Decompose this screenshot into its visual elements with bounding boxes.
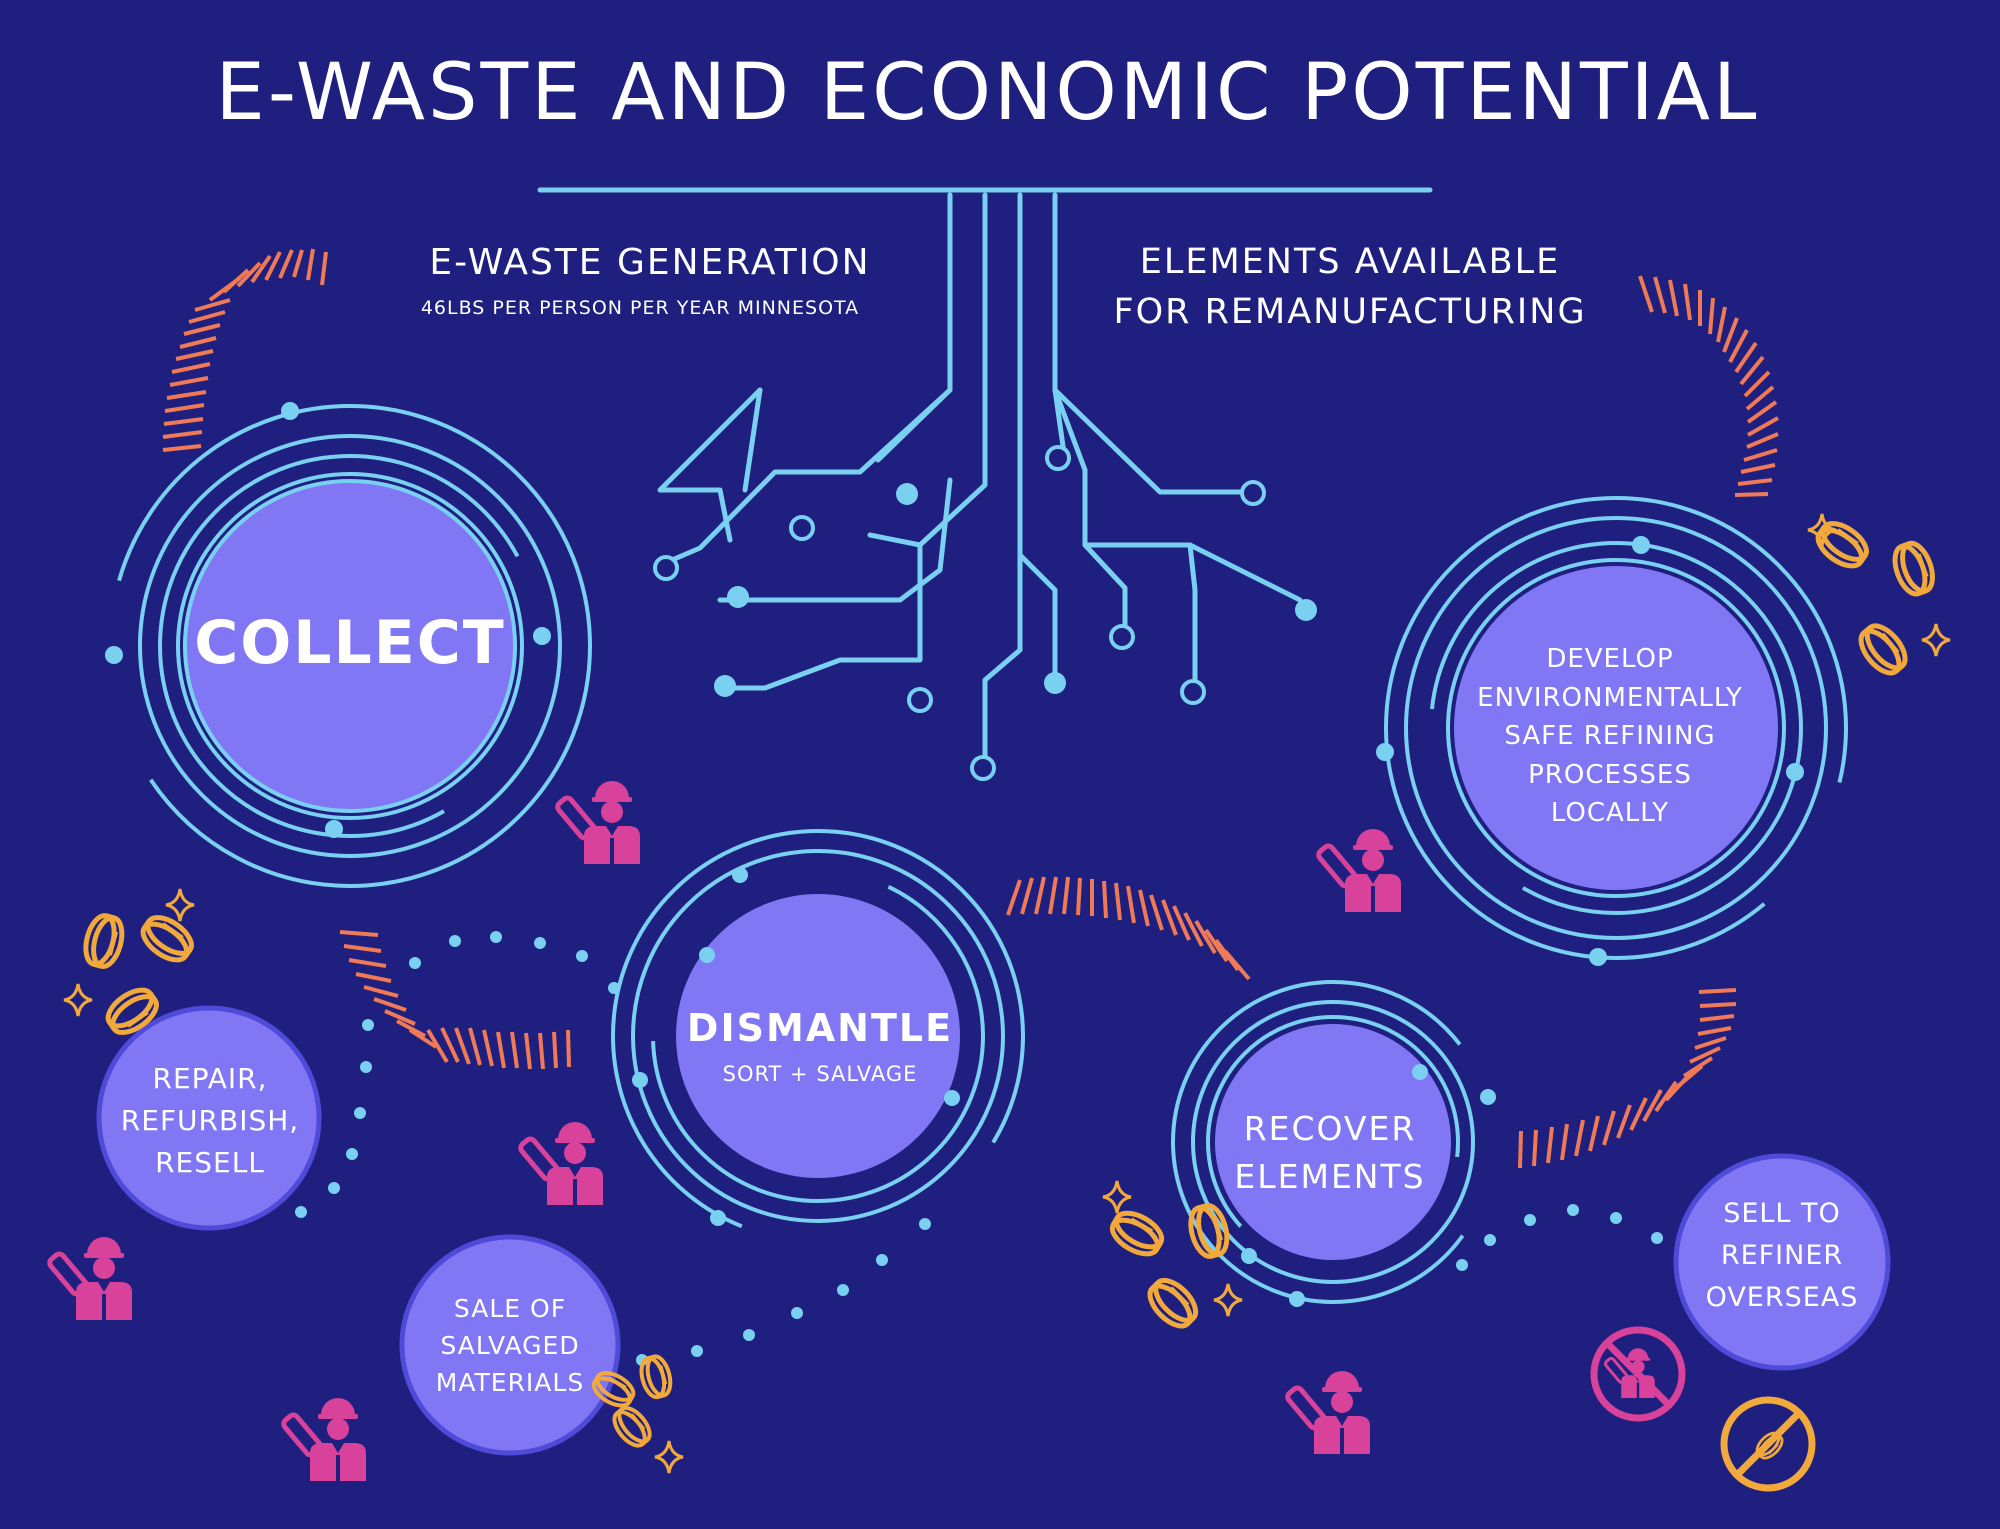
sparkle-icon [1101,1179,1133,1215]
generation-heading: E-WASTE GENERATION [429,242,871,283]
sparkle-icon [1212,1282,1244,1318]
develop-circle [1454,566,1778,890]
worker-icon [1317,829,1401,912]
repair-line: RESELL [155,1146,265,1179]
sell-line: REFINER [1720,1240,1844,1271]
elements-heading-line1: ELEMENTS AVAILABLE [1139,242,1561,282]
generation-subtitle: 46LBS PER PERSON PER YEAR MINNESOTA [420,297,860,319]
develop-rings [1384,496,1848,960]
sale-line: SALVAGED [440,1331,580,1360]
sparkle-icon [62,982,94,1018]
sell-circle [1673,1153,1891,1371]
worker-icon [1286,1371,1370,1454]
tick-arc-middle [1006,876,1251,981]
recover-circle [1215,1024,1451,1260]
sell-line: SELL TO [1723,1198,1841,1229]
develop-line: ENVIRONMENTALLY [1477,682,1743,713]
tick-arc-collect [162,248,328,452]
sell-line: OVERSEAS [1705,1282,1859,1313]
circuit-nodes [653,445,1266,781]
circuit-dots [714,483,1317,697]
dismantle-circle [676,894,960,1178]
worker-icon [556,781,640,864]
sale-label: SALE OF SALVAGED MATERIALS [400,1290,620,1401]
worker-icon [519,1122,603,1205]
repair-label: REPAIR, REFURBISH, RESELL [100,1058,320,1184]
tick-arc-left-middle [339,930,571,1070]
dotted-path-sale [636,1218,931,1366]
dismantle-label: DISMANTLE [686,1006,954,1050]
develop-line: LOCALLY [1550,798,1670,828]
page-title: E-WASTE AND ECONOMIC POTENTIAL [215,48,1760,138]
dotted-path-left [295,931,620,1218]
recover-line: RECOVER [1243,1109,1417,1148]
sale-line: SALE OF [453,1294,567,1323]
sparkle-icon [653,1439,685,1475]
dismantle-sublabel: SORT + SALVAGE [722,1062,918,1086]
sale-circle [399,1234,621,1456]
sparkle-icon [164,887,196,923]
coins-icon [1107,1202,1232,1332]
dotted-path-sell [1456,1204,1663,1271]
collect-circle [183,479,517,813]
tick-arc-right-lower [1518,988,1737,1169]
collect-label: COLLECT [194,608,506,678]
collect-rings [108,404,592,888]
recover-rings [1171,980,1495,1304]
coins-icon [1812,516,1938,679]
develop-label: DEVELOP ENVIRONMENTALLY SAFE REFINING PR… [1440,640,1780,833]
worker-icon [282,1398,366,1481]
repair-circle [96,1005,322,1231]
tick-arc-develop [1638,275,1779,497]
develop-line: DEVELOP [1546,644,1674,674]
develop-line: PROCESSES [1528,759,1692,790]
sale-line: MATERIALS [435,1368,585,1397]
repair-line: REFURBISH, [120,1104,300,1137]
elements-heading-line2: FOR REMANUFACTURING [1113,292,1587,332]
sparkle-icon [1920,622,1952,658]
no-coins-icon [1720,1396,1816,1492]
dismantle-rings [611,829,1025,1243]
no-worker-icon [1590,1326,1686,1422]
develop-line: SAFE REFINING [1504,721,1716,751]
recover-label: RECOVER ELEMENTS [1185,1105,1475,1201]
recover-line: ELEMENTS [1234,1157,1426,1196]
sell-label: SELL TO REFINER OVERSEAS [1675,1193,1889,1319]
repair-line: REPAIR, [152,1062,268,1095]
worker-icon [48,1237,132,1320]
circuit-tree-icon [537,187,1433,763]
